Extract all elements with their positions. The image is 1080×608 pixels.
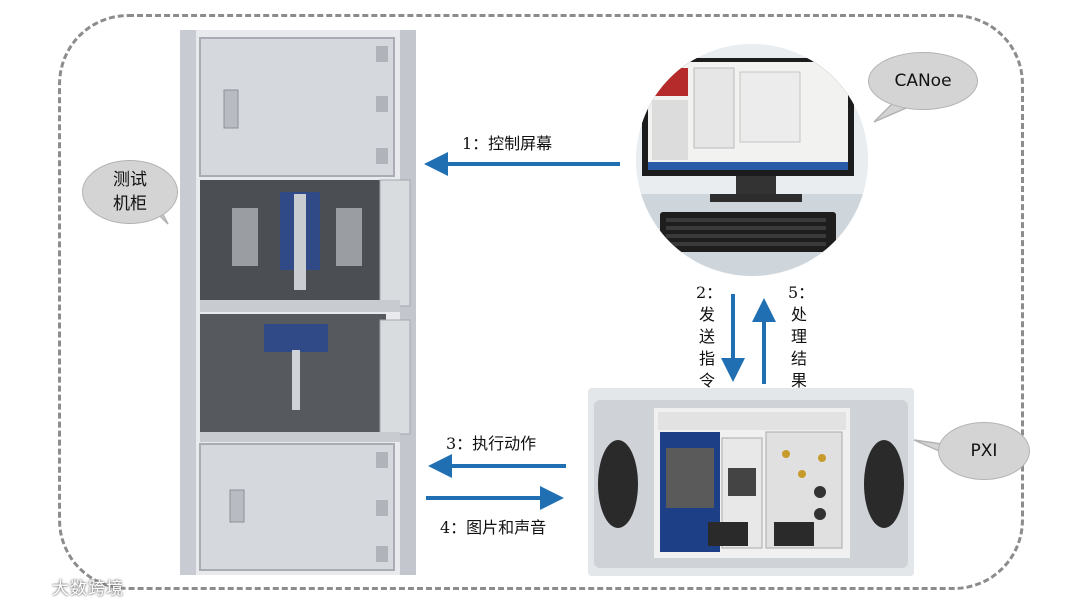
watermark-logo-icon [8,572,52,600]
bubble-test-cabinet: 测试 机柜 [82,160,178,224]
step-5-label: 5：处理结果 [788,282,810,392]
watermark-text: 大数跨境 [52,574,124,599]
step-4-label: 4：图片和声音 [440,514,546,538]
step-2-label: 2：发送指令 [696,282,718,392]
bubble-pxi: PXI [938,422,1030,480]
step-1-label: 1：控制屏幕 [462,130,552,154]
bubble-canoe: CANoe [868,52,978,110]
step-3-label: 3：执行动作 [446,430,536,454]
